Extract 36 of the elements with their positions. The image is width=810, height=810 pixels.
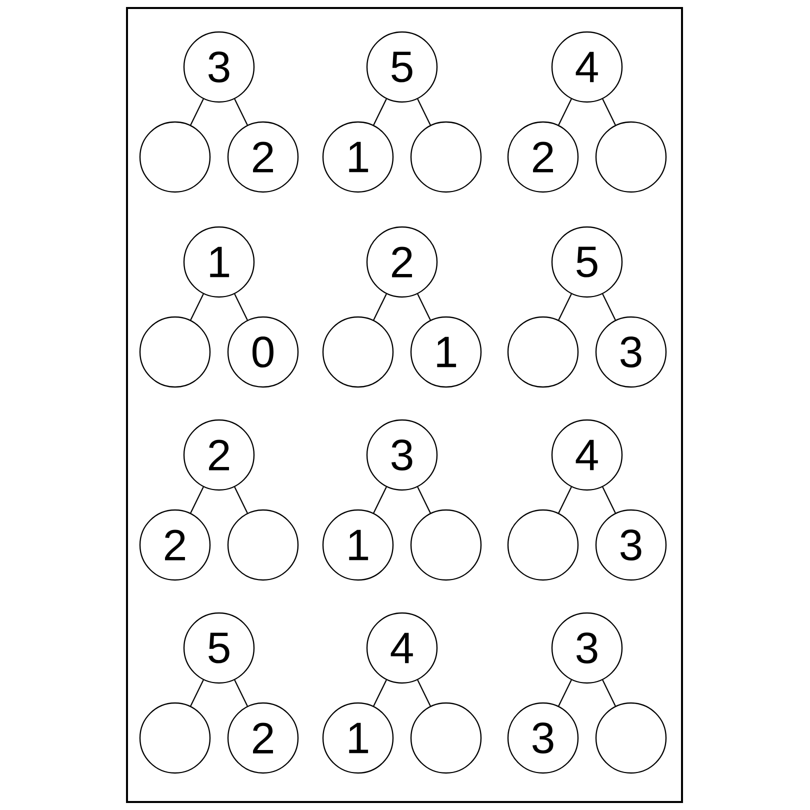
empty-circle bbox=[322, 316, 394, 388]
connector-line bbox=[602, 98, 616, 126]
connector-line bbox=[234, 486, 248, 514]
connector-line bbox=[234, 680, 248, 706]
empty-circle bbox=[139, 316, 211, 388]
connector-line bbox=[190, 486, 204, 514]
connector-line bbox=[373, 680, 387, 706]
empty-circle bbox=[227, 509, 299, 581]
connector-line bbox=[417, 98, 431, 126]
connector-line bbox=[558, 98, 572, 126]
connector-line bbox=[417, 294, 431, 320]
empty-circle bbox=[410, 702, 482, 774]
empty-circle bbox=[595, 121, 667, 193]
connector-line bbox=[602, 680, 616, 706]
empty-circle bbox=[410, 509, 482, 581]
connector-line bbox=[373, 294, 387, 320]
connector-line bbox=[234, 294, 248, 320]
connector-line bbox=[373, 98, 387, 126]
empty-circle bbox=[139, 121, 211, 193]
connector-line bbox=[190, 680, 204, 706]
connector-line bbox=[417, 680, 431, 706]
empty-circle bbox=[139, 702, 211, 774]
connector-line bbox=[558, 294, 572, 320]
connector-line bbox=[558, 486, 572, 514]
connector-line bbox=[602, 294, 616, 320]
connector-line bbox=[558, 680, 572, 706]
connector-line bbox=[190, 98, 204, 126]
connector-line bbox=[190, 294, 204, 320]
empty-circle bbox=[410, 121, 482, 193]
connector-line bbox=[373, 486, 387, 514]
connector-line bbox=[602, 486, 616, 514]
empty-circle bbox=[595, 702, 667, 774]
empty-circle bbox=[507, 509, 579, 581]
connector-line bbox=[417, 486, 431, 514]
empty-circle bbox=[507, 316, 579, 388]
connector-line bbox=[234, 98, 248, 126]
